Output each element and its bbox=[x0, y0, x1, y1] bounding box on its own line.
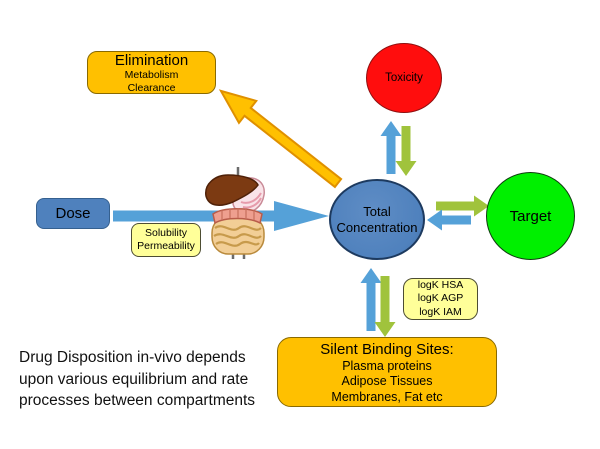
node-silent-binding-sites: Silent Binding Sites: Plasma proteins Ad… bbox=[277, 337, 497, 407]
arrow-target-to-total bbox=[427, 209, 471, 231]
silent-binding-sub-plasma: Plasma proteins bbox=[342, 358, 432, 373]
node-dose: Dose bbox=[36, 198, 110, 229]
caption-line3: processes between compartments bbox=[19, 392, 256, 409]
total-concentration-line2: Concentration bbox=[336, 219, 418, 235]
arrow-total-to-target bbox=[436, 195, 489, 217]
node-toxicity: Toxicity bbox=[366, 43, 442, 113]
target-label: Target bbox=[509, 207, 552, 225]
node-logk: logK HSA logK AGP logK IAM bbox=[403, 278, 478, 320]
caption-line1: Drug Disposition in-vivo depends bbox=[19, 349, 246, 366]
arrow-total-to-elimination bbox=[218, 89, 343, 189]
logk-hsa: logK HSA bbox=[417, 278, 464, 291]
elimination-title: Elimination bbox=[114, 52, 189, 69]
silent-binding-title: Silent Binding Sites: bbox=[320, 340, 454, 358]
logk-iam: logK IAM bbox=[419, 305, 462, 318]
node-solubility-permeability: Solubility Permeability bbox=[131, 223, 201, 257]
node-target: Target bbox=[486, 172, 575, 260]
silent-binding-sub-adipose: Adipose Tissues bbox=[341, 374, 433, 389]
logk-agp: logK AGP bbox=[417, 292, 464, 305]
dose-label: Dose bbox=[55, 205, 91, 222]
permeability-line: Permeability bbox=[137, 240, 195, 252]
gi-tract-icon bbox=[205, 167, 265, 259]
toxicity-label: Toxicity bbox=[385, 72, 423, 84]
caption-line2: upon various equilibrium and rate bbox=[19, 370, 249, 388]
arrow-silent-to-total bbox=[360, 268, 382, 331]
arrow-toxicity-to-total bbox=[395, 126, 417, 176]
arrow-total-to-toxicity bbox=[380, 121, 402, 174]
total-concentration-line1: Total bbox=[363, 203, 391, 219]
elimination-sub-metabolism: Metabolism bbox=[124, 69, 179, 81]
solubility-line: Solubility bbox=[144, 227, 188, 239]
elimination-sub-clearance: Clearance bbox=[127, 81, 176, 94]
silent-binding-sub-membranes: Membranes, Fat etc bbox=[331, 389, 443, 404]
node-elimination: Elimination Metabolism Clearance bbox=[87, 51, 216, 94]
node-total-concentration: Total Concentration bbox=[329, 179, 425, 260]
arrow-total-to-silent bbox=[374, 276, 396, 337]
caption: Drug Disposition in-vivo depends upon va… bbox=[19, 347, 269, 412]
